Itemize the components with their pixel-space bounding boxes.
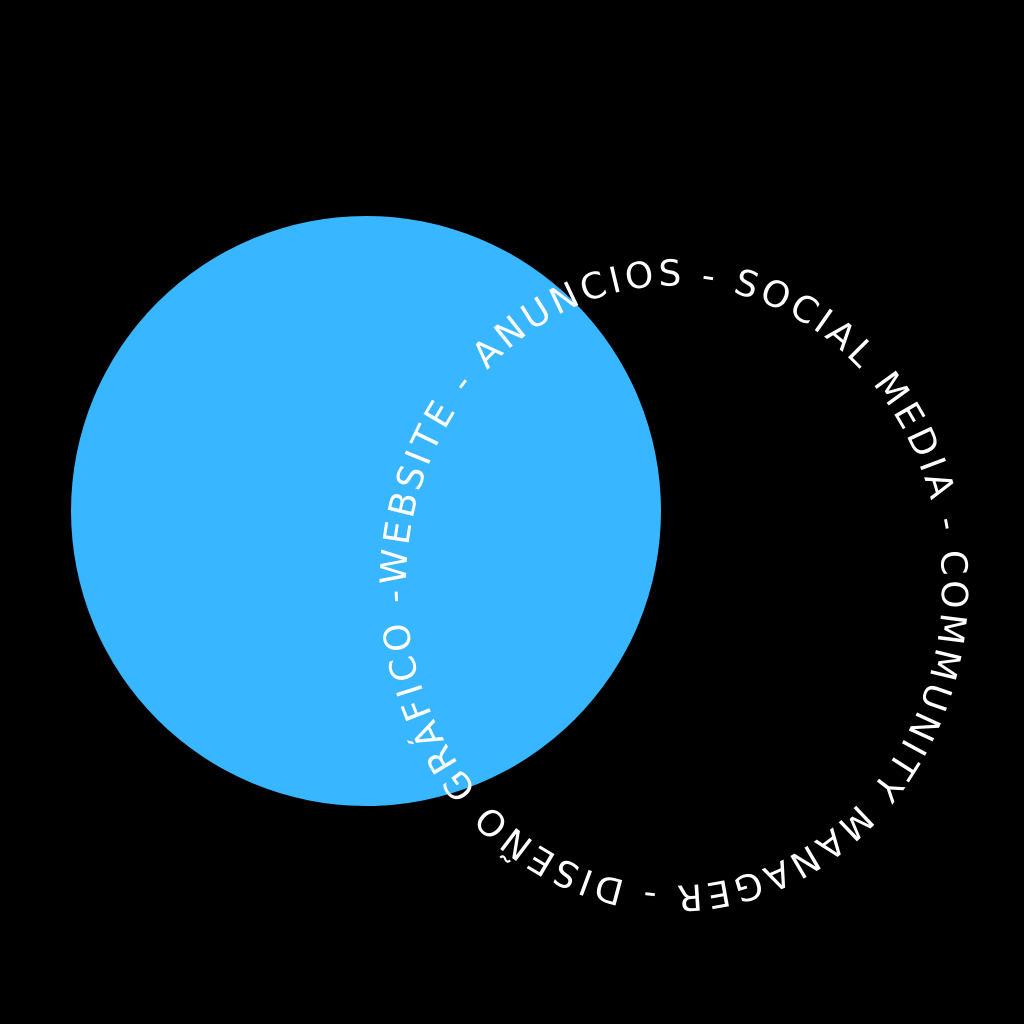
blue-circle bbox=[71, 216, 661, 806]
